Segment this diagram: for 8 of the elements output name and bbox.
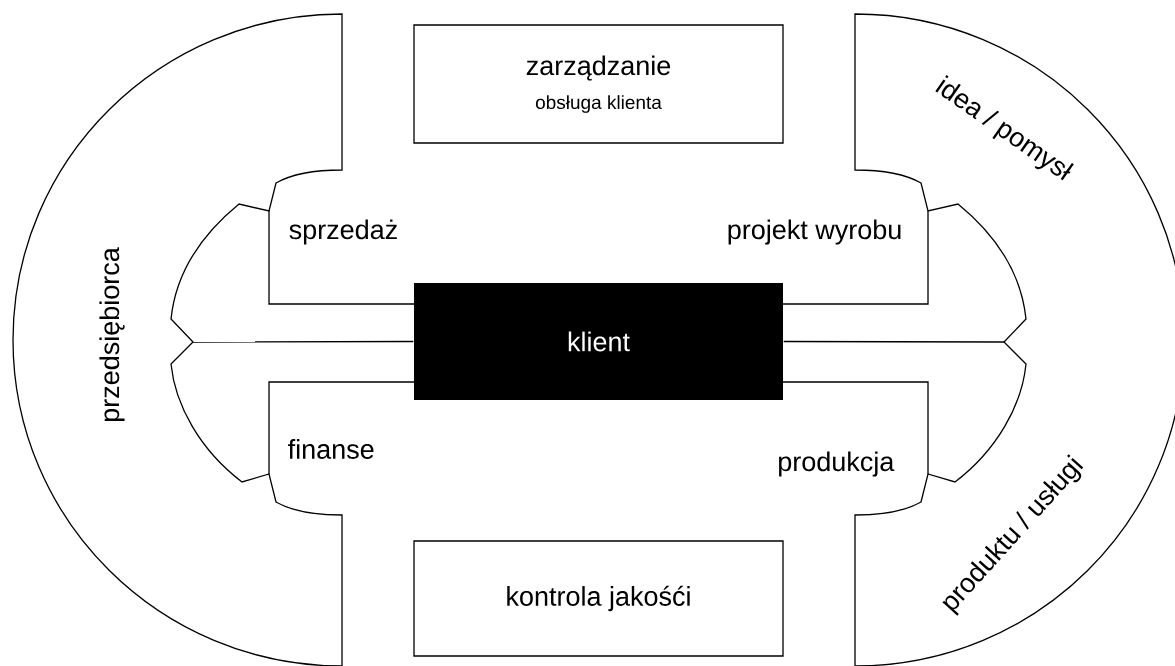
- box: kontrola jakośći: [413, 540, 784, 657]
- connector-line: [192, 340, 414, 343]
- box: zarządzanie obsługa klienta: [413, 24, 784, 144]
- region-label: sprzedaż: [289, 219, 397, 245]
- connector-line: [783, 340, 1005, 343]
- region-label: produkcja: [779, 451, 895, 477]
- box: klient: [414, 283, 783, 400]
- region-label: finanse: [288, 439, 374, 459]
